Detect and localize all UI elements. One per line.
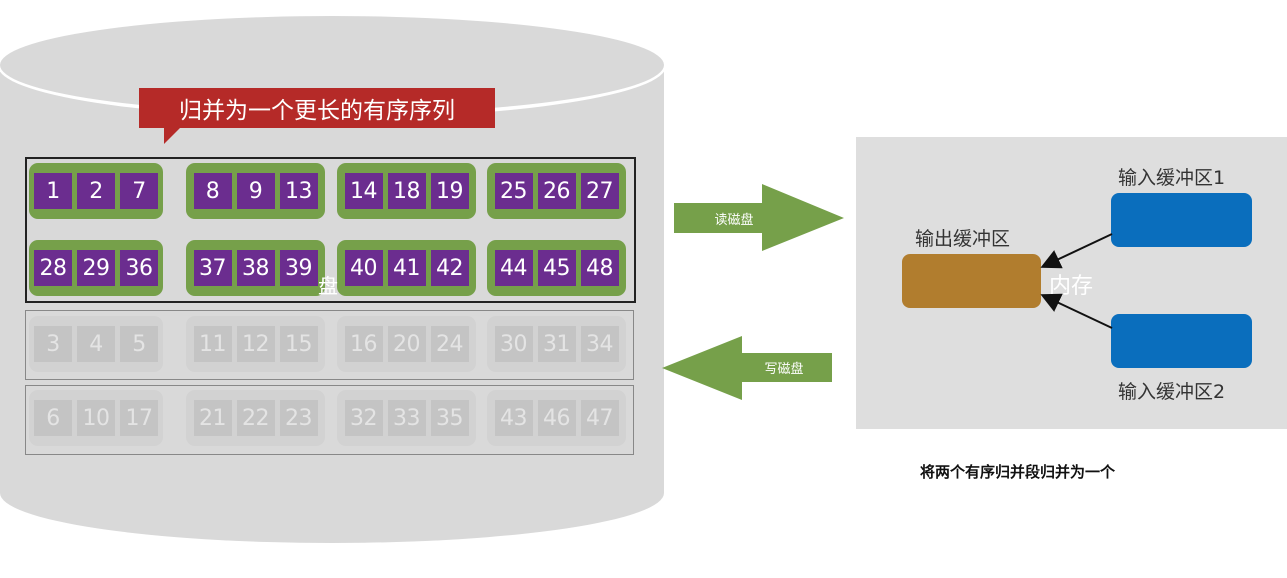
read-disk-arrow xyxy=(674,184,844,251)
diagram-caption: 将两个有序归并段归并为一个 xyxy=(920,463,1116,481)
hidden-disk-label: 盘 xyxy=(318,274,338,298)
record-cell: 5 xyxy=(120,326,158,362)
record-cell: 41 xyxy=(387,250,426,286)
write-disk-label: 写磁盘 xyxy=(764,362,804,377)
record-cell: 33 xyxy=(387,400,426,436)
disk-cylinder-body xyxy=(0,68,664,543)
record-cell: 39 xyxy=(279,250,318,286)
record-cell: 14 xyxy=(344,173,383,209)
record-cell: 10 xyxy=(77,400,115,436)
record-cell: 36 xyxy=(120,250,158,286)
merged-run-frame xyxy=(25,157,636,303)
record-cell: 34 xyxy=(580,326,619,362)
input-buffer-1 xyxy=(1111,193,1252,247)
merge-callout: 归并为一个更长的有序序列 xyxy=(139,88,495,128)
record-cell: 24 xyxy=(430,326,469,362)
record-cell: 48 xyxy=(580,250,619,286)
record-cell: 28 xyxy=(34,250,72,286)
record-cell: 18 xyxy=(387,173,426,209)
record-cell: 42 xyxy=(430,250,469,286)
record-cell: 3 xyxy=(34,326,72,362)
record-cell: 25 xyxy=(494,173,533,209)
read-disk-label: 读磁盘 xyxy=(714,212,754,228)
record-cell: 13 xyxy=(279,173,318,209)
record-cell: 29 xyxy=(77,250,115,286)
record-cell: 20 xyxy=(387,326,426,362)
record-cell: 38 xyxy=(236,250,275,286)
record-cell: 19 xyxy=(430,173,469,209)
record-cell: 1 xyxy=(34,173,72,209)
record-cell: 40 xyxy=(344,250,383,286)
record-cell: 17 xyxy=(120,400,158,436)
record-cell: 16 xyxy=(344,326,383,362)
faded-run-frame-2 xyxy=(25,385,634,455)
record-cell: 7 xyxy=(120,173,158,209)
record-cell: 46 xyxy=(537,400,576,436)
input-buffer-2-label: 输入缓冲区2 xyxy=(1118,381,1226,403)
input-buffer-2 xyxy=(1111,314,1252,368)
record-cell: 2 xyxy=(77,173,115,209)
write-disk-arrow xyxy=(662,336,832,400)
record-cell: 37 xyxy=(193,250,232,286)
faded-run-frame-1 xyxy=(25,310,634,380)
record-cell: 11 xyxy=(193,326,232,362)
record-cell: 30 xyxy=(494,326,533,362)
input-buffer-1-label: 输入缓冲区1 xyxy=(1118,167,1226,189)
input-1-to-output-arrow xyxy=(1040,233,1113,269)
record-cell: 26 xyxy=(537,173,576,209)
record-cell: 32 xyxy=(344,400,383,436)
record-cell: 47 xyxy=(580,400,619,436)
record-cell: 4 xyxy=(77,326,115,362)
record-cell: 15 xyxy=(279,326,318,362)
record-cell: 43 xyxy=(494,400,533,436)
record-cell: 6 xyxy=(34,400,72,436)
record-cell: 12 xyxy=(236,326,275,362)
output-buffer-label: 输出缓冲区 xyxy=(915,228,1011,250)
output-buffer xyxy=(902,254,1041,308)
record-cell: 21 xyxy=(193,400,232,436)
record-cell: 8 xyxy=(193,173,232,209)
record-cell: 35 xyxy=(430,400,469,436)
callout-tail xyxy=(164,128,180,144)
record-cell: 27 xyxy=(580,173,619,209)
record-cell: 23 xyxy=(279,400,318,436)
record-cell: 44 xyxy=(494,250,533,286)
record-cell: 31 xyxy=(537,326,576,362)
record-cell: 22 xyxy=(236,400,275,436)
buffer-flow-arrows xyxy=(1040,233,1113,329)
input-2-to-output-arrow xyxy=(1040,293,1113,329)
record-cell: 45 xyxy=(537,250,576,286)
record-cell: 9 xyxy=(236,173,275,209)
